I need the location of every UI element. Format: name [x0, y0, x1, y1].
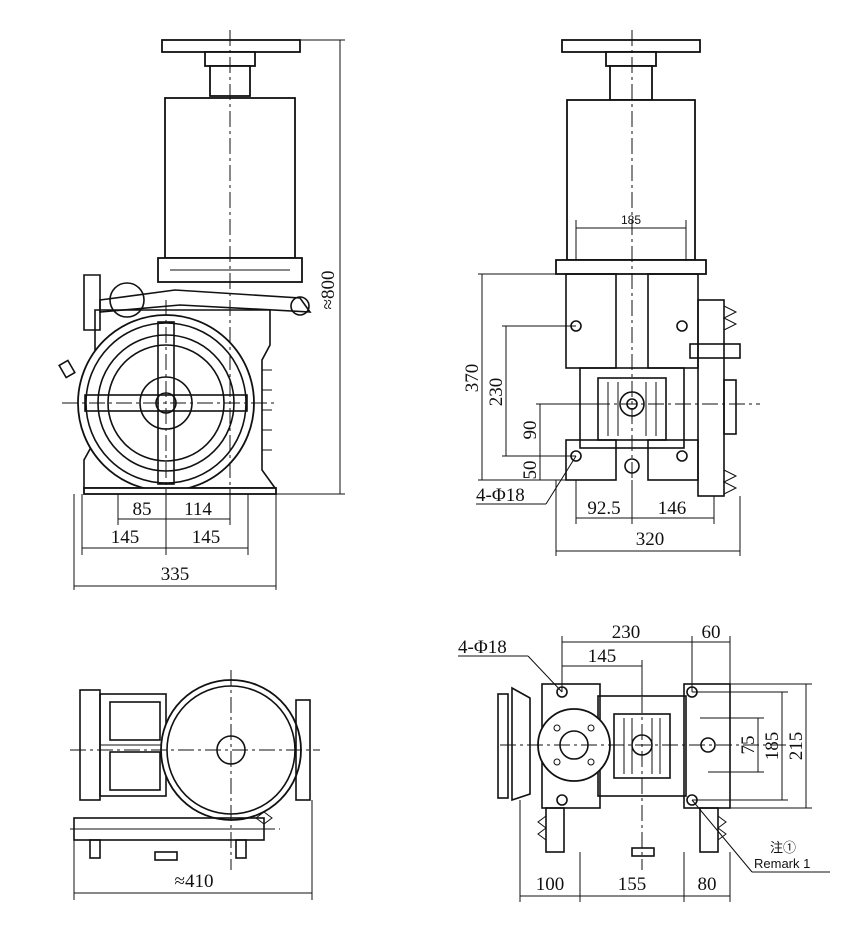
dim-145-right: 145: [192, 527, 221, 548]
dim-155: 155: [618, 874, 647, 895]
dim-320: 320: [636, 529, 665, 550]
dim-100: 100: [536, 874, 565, 895]
dim-185-plan: 185: [762, 732, 783, 761]
bottom-view: ≈410: [70, 670, 320, 900]
dim-85: 85: [133, 499, 152, 520]
dim-50: 50: [520, 461, 541, 480]
dim-92-5: 92.5: [587, 498, 620, 519]
dim-height-800: ≈800: [318, 271, 339, 310]
remark-note-en: Remark 1: [754, 856, 810, 871]
holes-label-plan: 4-Φ18: [458, 637, 507, 658]
dim-410: ≈410: [175, 871, 214, 892]
holes-label-side: 4-Φ18: [476, 485, 525, 506]
front-view: ≈800 85 114 145 145 335: [58, 30, 345, 590]
dim-75: 75: [738, 736, 759, 755]
dim-90: 90: [520, 421, 541, 440]
dim-145-plan: 145: [588, 646, 617, 667]
remark-note-cn: 注①: [770, 840, 796, 855]
dim-60: 60: [702, 622, 721, 643]
dim-80: 80: [698, 874, 717, 895]
dim-215: 215: [786, 732, 807, 761]
dim-145-left: 145: [111, 527, 140, 548]
dim-335: 335: [161, 564, 190, 585]
plan-view: 4-Φ18 230 60 145 75 185 215 100 155 80: [458, 622, 830, 902]
dim-230: 230: [486, 378, 507, 407]
dim-370: 370: [462, 364, 483, 393]
side-view: 185 370 230 90 50 4-Φ18 92.5 146: [462, 30, 760, 556]
dim-230-plan: 230: [612, 622, 641, 643]
dim-185: 185: [621, 213, 641, 227]
dim-146: 146: [658, 498, 687, 519]
dim-114: 114: [184, 499, 212, 520]
